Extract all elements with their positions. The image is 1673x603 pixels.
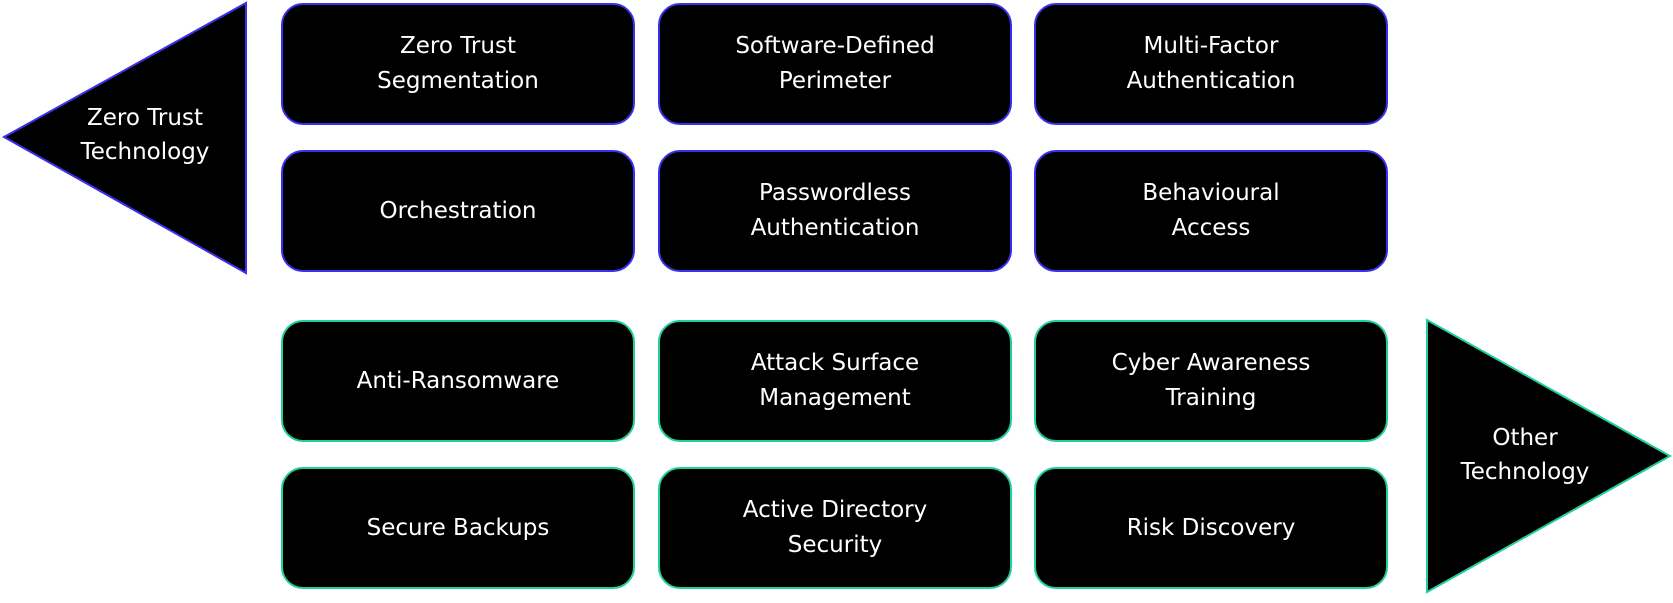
other-technology-arrow bbox=[1426, 318, 1673, 594]
zt-box: Software-Defined Perimeter bbox=[658, 3, 1012, 125]
zt-box: Passwordless Authentication bbox=[658, 150, 1012, 272]
zt-box: Zero Trust Segmentation bbox=[281, 3, 635, 125]
other-technology-label: Other Technology bbox=[1460, 425, 1590, 485]
other-box: Secure Backups bbox=[281, 467, 635, 589]
other-box: Risk Discovery bbox=[1034, 467, 1388, 589]
other-box: Anti-Ransomware bbox=[281, 320, 635, 442]
other-box: Active Directory Security bbox=[658, 467, 1012, 589]
other-box: Cyber Awareness Training bbox=[1034, 320, 1388, 442]
other-box: Attack Surface Management bbox=[658, 320, 1012, 442]
zero-trust-arrow bbox=[1, 1, 247, 275]
zt-box: Orchestration bbox=[281, 150, 635, 272]
zero-trust-label: Zero Trust Technology bbox=[80, 105, 210, 165]
zt-box: Multi-Factor Authentication bbox=[1034, 3, 1388, 125]
zt-box: Behavioural Access bbox=[1034, 150, 1388, 272]
